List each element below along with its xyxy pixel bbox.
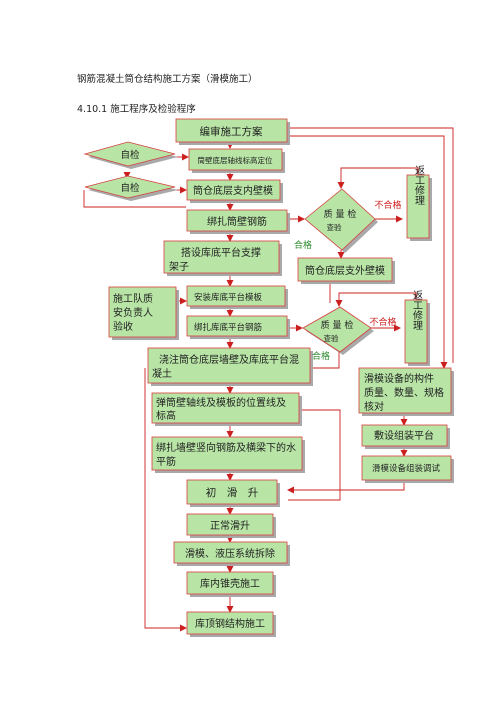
dismantle-box bbox=[173, 541, 288, 564]
self-check-diamond-1 bbox=[83, 141, 176, 167]
fail-label-2: 不合格 bbox=[369, 316, 396, 328]
initial-slip-label: 初 滑 升 bbox=[206, 486, 259, 499]
rework-label-2: 返工修理 bbox=[411, 290, 423, 330]
normal-slip-label: 正常滑升 bbox=[210, 519, 250, 532]
self-check-label-1: 自检 bbox=[120, 149, 140, 161]
inner-form-box bbox=[186, 179, 281, 201]
install-platform-form-label: 安装库底平台模板 bbox=[194, 292, 263, 303]
platform-rebar-box bbox=[186, 315, 288, 337]
axis-elevation-box bbox=[188, 148, 283, 171]
rework-box-1 bbox=[406, 174, 430, 239]
lofting-box bbox=[151, 392, 300, 424]
inner-form-label: 筒仓底层支内壁模 bbox=[193, 184, 273, 197]
pour-concrete-box bbox=[147, 347, 311, 384]
team-label-a: 施工队质 bbox=[113, 292, 153, 305]
rebar-box bbox=[186, 209, 288, 232]
install-platform-form-box bbox=[186, 285, 286, 307]
rework-label-1: 返工修理 bbox=[413, 165, 425, 205]
initial-slip-box bbox=[186, 479, 278, 505]
compile-plan-label: 编审施工方案 bbox=[200, 125, 263, 138]
vertical-rebar-label-a: 绑扎墙壁竖向钢筋及横梁下的水 bbox=[156, 441, 296, 454]
team-acceptance-box bbox=[108, 286, 177, 338]
dismantle-label: 滑模、液压系统拆除 bbox=[185, 547, 275, 560]
assemble-platform-label: 敷设组装平台 bbox=[374, 429, 434, 442]
lofting-label-b: 标高 bbox=[156, 409, 176, 422]
rebar-label: 绑扎筒壁钢筋 bbox=[207, 215, 267, 228]
rework-box-2 bbox=[404, 299, 428, 364]
section-heading: 4.10.1 施工程序及检验程序 bbox=[77, 104, 196, 115]
platform-support-box bbox=[163, 240, 280, 274]
quality-check-label-2a: 质 量 检 bbox=[321, 319, 354, 331]
normal-slip-box bbox=[186, 513, 274, 536]
quality-check-label-1a: 质 量 检 bbox=[324, 208, 357, 220]
slip-check-label-a: 滑模设备的构件 bbox=[364, 372, 434, 385]
cone-shell-box bbox=[186, 571, 274, 595]
document-title: 钢筋混凝土筒仓结构施工方案（滑模施工） bbox=[77, 74, 258, 85]
cone-shell-label: 库内锥壳施工 bbox=[200, 577, 260, 590]
pour-concrete-label-b: 凝土 bbox=[152, 367, 172, 380]
slip-equipment-check-box bbox=[358, 367, 452, 414]
platform-support-label-a: 搭设库底平台支撑 bbox=[181, 246, 261, 259]
roof-steel-label: 库顶钢结构施工 bbox=[195, 617, 265, 630]
quality-check-label-1b: 查验 bbox=[327, 222, 342, 232]
quality-check-diamond-1 bbox=[304, 188, 376, 251]
slip-check-label-c: 核对 bbox=[364, 400, 384, 413]
assemble-platform-box bbox=[361, 424, 448, 447]
slip-debug-box bbox=[361, 455, 452, 481]
outer-form-box bbox=[297, 257, 393, 282]
axis-elevation-label: 筒壁底层轴线标高定位 bbox=[198, 155, 273, 165]
vertical-rebar-label-b: 平筋 bbox=[156, 455, 176, 468]
slip-check-label-b: 质量、数量、规格 bbox=[364, 386, 444, 399]
pass-label-2: 合格 bbox=[312, 350, 330, 362]
slip-debug-label: 滑模设备组装调试 bbox=[372, 463, 441, 474]
self-check-label-2: 自检 bbox=[120, 182, 140, 194]
platform-support-label-b: 架子 bbox=[169, 261, 189, 273]
self-check-diamond-2 bbox=[84, 175, 176, 199]
pour-concrete-label-a: 浇注筒仓底层墙壁及库底平台混 bbox=[159, 353, 299, 366]
vertical-rebar-box bbox=[151, 436, 303, 471]
compile-plan-box bbox=[175, 118, 288, 143]
pass-label-1: 合格 bbox=[294, 239, 312, 251]
team-label-b: 安负责人 bbox=[113, 306, 153, 319]
quality-check-diamond-2 bbox=[302, 306, 372, 353]
team-label-c: 验收 bbox=[113, 320, 133, 333]
roof-steel-box bbox=[186, 611, 274, 635]
quality-check-label-2b: 查验 bbox=[324, 333, 339, 343]
fail-label-1: 不合格 bbox=[374, 199, 401, 211]
outer-form-label: 筒仓底层支外壁模 bbox=[305, 264, 385, 277]
lofting-label-a: 弹筒壁轴线及模板的位置线及 bbox=[156, 396, 286, 409]
platform-rebar-label: 绑扎库底平台钢筋 bbox=[194, 322, 262, 333]
